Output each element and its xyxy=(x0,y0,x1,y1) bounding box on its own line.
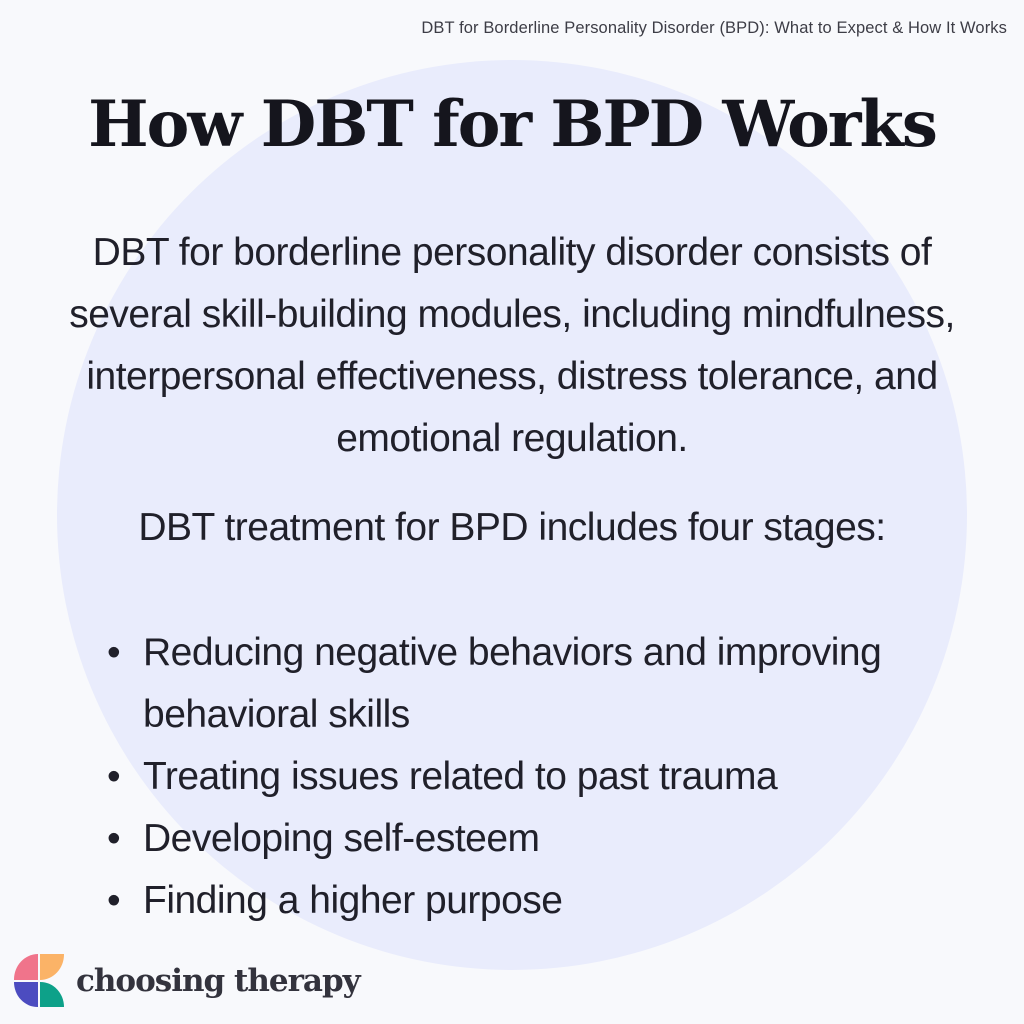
choosing-therapy-logo-icon xyxy=(14,954,64,1007)
stage-text: Developing self-esteem xyxy=(143,817,540,860)
intro-paragraph: DBT for borderline personality disorder … xyxy=(69,231,955,460)
logo-petal-top-left-icon xyxy=(14,954,38,980)
list-item: Treating issues related to past trauma xyxy=(105,746,915,808)
stage-text: Finding a higher purpose xyxy=(143,879,563,922)
list-item: Reducing negative behaviors and improvin… xyxy=(105,622,915,746)
page-title: How DBT for BPD Works xyxy=(88,87,938,162)
logo-petal-top-right-icon xyxy=(40,954,64,980)
brand-wordmark: choosing therapy xyxy=(76,962,361,999)
stage-text: Reducing negative behaviors and improvin… xyxy=(143,631,882,736)
logo-petal-bottom-left-icon xyxy=(14,981,38,1007)
brand-logo: choosing therapy xyxy=(14,954,361,1007)
source-title-line: DBT for Borderline Personality Disorder … xyxy=(421,19,1007,37)
stages-list: Reducing negative behaviors and improvin… xyxy=(105,622,915,932)
stages-lead-line: DBT treatment for BPD includes four stag… xyxy=(138,506,886,549)
list-item: Developing self-esteem xyxy=(105,808,915,870)
stage-text: Treating issues related to past trauma xyxy=(143,755,778,798)
logo-petal-bottom-right-icon xyxy=(40,981,64,1007)
list-item: Finding a higher purpose xyxy=(105,870,915,932)
